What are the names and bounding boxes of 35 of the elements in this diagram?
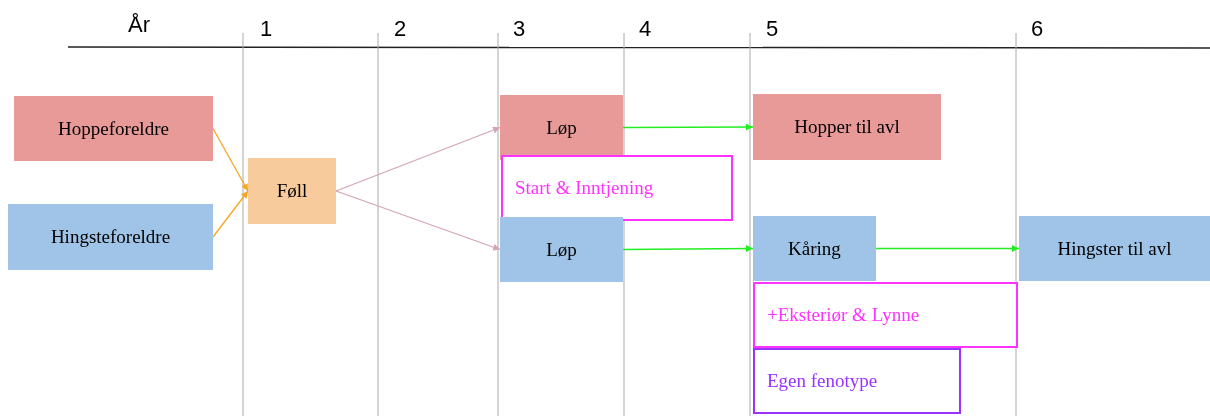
box-text: Kåring: [788, 236, 841, 261]
arrow: [875, 245, 1020, 252]
process-box: [753, 94, 941, 160]
box-text: Føll: [276, 179, 308, 203]
year-label: 3: [513, 18, 526, 40]
box-text: Løp: [546, 115, 577, 140]
arrow: [622, 245, 754, 253]
arrow: [335, 190, 501, 251]
box-text: +Eksteriør & Lynne: [767, 303, 920, 327]
year-label: 6: [1031, 18, 1044, 40]
arrow: [335, 126, 501, 192]
box-text: Hingster til avl: [1057, 236, 1172, 261]
year-label: 2: [394, 18, 407, 40]
process-box: [500, 217, 623, 282]
arrow: [212, 190, 249, 238]
box-text: Hingsteforeldre: [50, 225, 171, 249]
process-box: [500, 95, 623, 160]
criteria-box: [501, 155, 733, 221]
process-box: [1019, 216, 1210, 281]
year-label: 5: [766, 18, 779, 40]
box-text: Egen fenotype: [767, 369, 878, 393]
box-text: Hoppeforeldre: [58, 116, 169, 141]
year-label: 4: [639, 18, 652, 40]
box-text: Hopper til avl: [794, 115, 900, 139]
year-label: 1: [260, 18, 273, 40]
process-box: [248, 158, 336, 224]
criteria-box: [753, 282, 1018, 348]
box-text: Start & Inntjening: [515, 176, 654, 200]
box-text: Løp: [546, 237, 577, 262]
process-box: [8, 204, 213, 270]
process-box: [753, 216, 876, 281]
axis-title: År: [128, 14, 150, 36]
arrow: [622, 123, 754, 131]
criteria-box: [753, 348, 961, 414]
process-box: [14, 96, 213, 161]
